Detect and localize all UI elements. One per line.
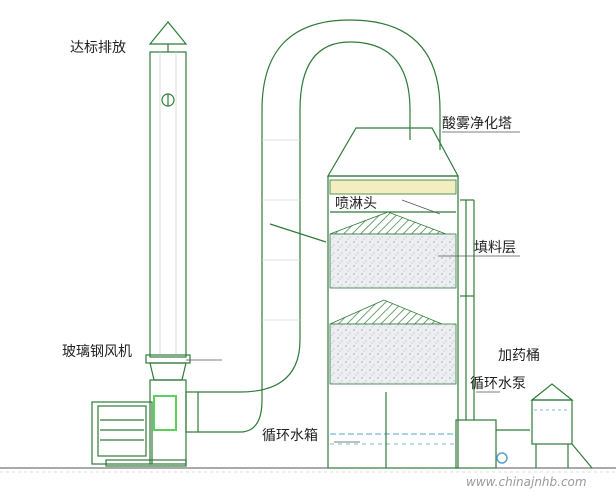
label-fan: 玻璃钢风机 — [62, 343, 132, 360]
recirculation-piping — [455, 199, 530, 469]
label-pump: 循环水泵 — [470, 376, 526, 392]
fan — [91, 379, 199, 467]
label-exhaust: 达标排放 — [70, 40, 126, 56]
scrubber-tower — [326, 127, 460, 469]
label-dosing-tank: 加药桶 — [498, 348, 540, 364]
watermark: www.chinajnhb.com — [466, 475, 587, 489]
label-packing: 填料层 — [474, 240, 516, 256]
air-duct — [198, 19, 441, 433]
leader-lines — [186, 131, 520, 443]
label-spray-head: 喷淋头 — [335, 196, 377, 212]
dosing-tank — [530, 383, 593, 469]
label-water-tank: 循环水箱 — [262, 428, 318, 444]
label-tower: 酸雾净化塔 — [442, 116, 512, 132]
exhaust-stack — [145, 21, 191, 381]
pump-icon — [496, 452, 508, 464]
ground — [0, 467, 616, 473]
